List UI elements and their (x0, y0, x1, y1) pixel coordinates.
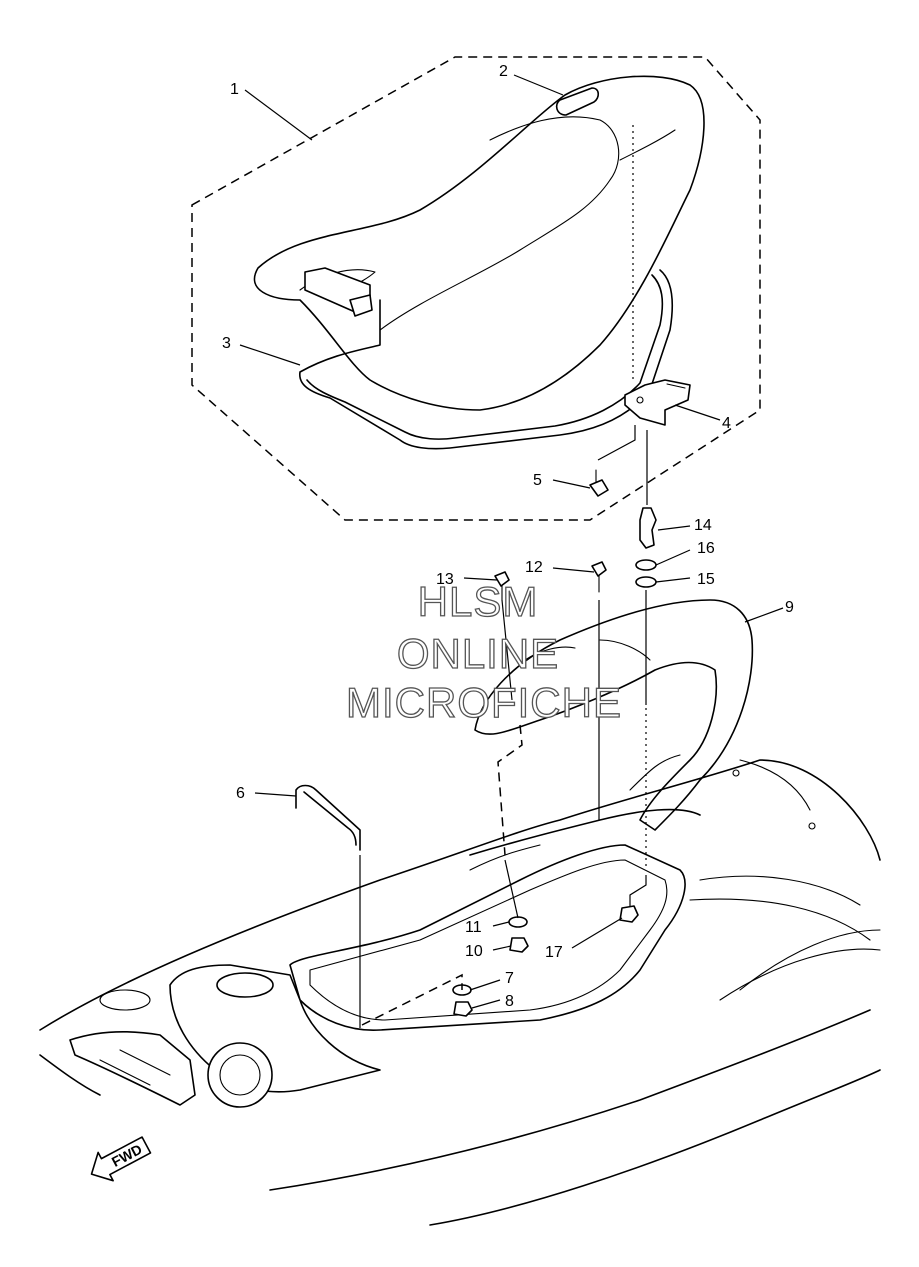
part-label-1: 1 (230, 81, 239, 98)
part-label-15: 15 (697, 571, 715, 588)
latch-pin (639, 507, 657, 549)
hull-deck (39, 754, 881, 1226)
part-label-11: 11 (465, 919, 482, 936)
part-label-7: 7 (505, 970, 514, 987)
part-label-8: 8 (505, 993, 514, 1010)
guide-line (361, 973, 463, 1026)
guide-line (504, 859, 519, 919)
part-label-2: 2 (499, 63, 508, 80)
part-label-6: 6 (236, 785, 245, 802)
seat-frame (299, 269, 674, 450)
washer-11 (508, 916, 528, 928)
seat-group-boundary (191, 56, 761, 521)
bolt-5 (589, 469, 609, 497)
nut-8 (453, 1001, 473, 1017)
part-label-12: 12 (525, 559, 543, 576)
part-label-16: 16 (697, 540, 715, 557)
rear-handle (474, 599, 754, 831)
bolt-13 (494, 571, 510, 601)
u-handle (295, 784, 361, 851)
seat-bracket (624, 379, 691, 426)
guide-line (501, 599, 513, 701)
washer-15 (635, 576, 657, 588)
watermark: HLSM ONLINE MICROFICHE (345, 577, 622, 726)
part-label-3: 3 (222, 335, 231, 352)
watermark-line-2: ONLINE (397, 630, 559, 677)
part-label-17: 17 (545, 944, 563, 961)
part-label-5: 5 (533, 472, 542, 489)
nut-17 (619, 905, 639, 923)
seat-cushion (253, 75, 705, 411)
bolt-12 (591, 561, 607, 593)
watermark-line-3: MICROFICHE (346, 679, 622, 726)
part-label-10: 10 (465, 943, 483, 960)
part-label-9: 9 (785, 599, 794, 616)
guide-line (597, 425, 636, 461)
watermark-line-1: HLSM (418, 578, 539, 625)
guide-line (497, 724, 523, 856)
guide-line (629, 875, 647, 906)
forward-arrow-icon: FWD (90, 1136, 152, 1182)
nut-10 (509, 937, 529, 953)
part-label-13: 13 (436, 571, 454, 588)
part-label-4: 4 (722, 415, 731, 432)
part-label-14: 14 (694, 517, 712, 534)
washer-16 (635, 559, 657, 571)
